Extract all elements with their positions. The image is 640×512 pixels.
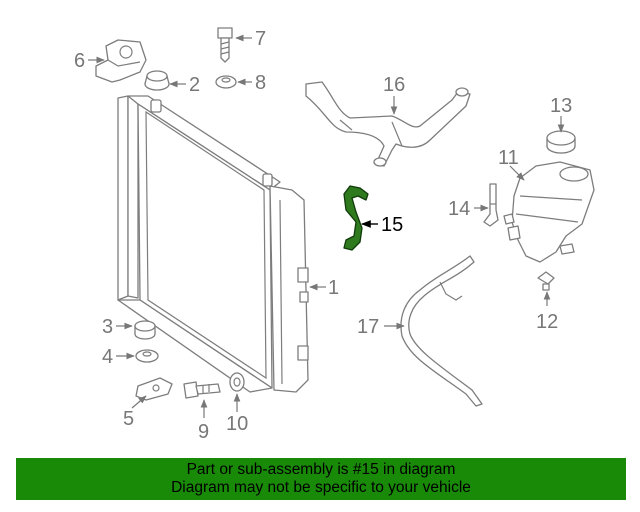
- callout-16: 16: [383, 74, 405, 96]
- callout-2: 2: [189, 74, 200, 96]
- grommet-part-8: [215, 75, 237, 89]
- grommet-part-4: [135, 349, 159, 363]
- bolt-part-7: [217, 27, 233, 63]
- callout-13: 13: [550, 95, 572, 117]
- hose-part-16: [305, 81, 471, 167]
- callout-3: 3: [102, 316, 113, 338]
- leader-lines: [88, 34, 565, 418]
- callout-6: 6: [74, 50, 85, 72]
- seal-part-10: [229, 372, 245, 392]
- clip-part-14: [483, 183, 499, 227]
- bracket-part-5: [135, 377, 173, 401]
- callout-4: 4: [102, 346, 113, 368]
- callout-1: 1: [328, 277, 339, 299]
- reservoir-part-11: [503, 161, 595, 263]
- callout-11: 11: [498, 147, 519, 169]
- hose-part-15: [343, 185, 369, 251]
- callout-7: 7: [255, 28, 266, 50]
- bracket-part-6: [95, 39, 147, 83]
- mount-part-3: [134, 320, 156, 340]
- cap-part-13: [546, 130, 576, 154]
- drain-plug-part-9: [183, 381, 221, 399]
- plug-part-12: [537, 271, 555, 291]
- hose-part-17: [400, 255, 483, 407]
- callout-5: 5: [123, 408, 134, 430]
- callout-15: 15: [381, 214, 403, 236]
- callout-8: 8: [255, 72, 266, 94]
- parts-diagram: 1 2 3 4 5 6 7 8 9 10 11 12 13 14 15 16 1…: [74, 27, 595, 443]
- callout-numbers: 1 2 3 4 5 6 7 8 9 10 11 12 13 14 15 16 1…: [74, 28, 572, 443]
- callout-17: 17: [357, 316, 379, 338]
- callout-10: 10: [226, 413, 248, 435]
- callout-14: 14: [448, 198, 470, 220]
- banner-line-1: Part or sub-assembly is #15 in diagram: [186, 461, 456, 478]
- info-banner: Part or sub-assembly is #15 in diagram D…: [16, 458, 626, 500]
- mount-part-2: [144, 70, 170, 91]
- callout-12: 12: [536, 311, 558, 333]
- banner-line-2: Diagram may not be specific to your vehi…: [171, 479, 471, 496]
- callout-9: 9: [198, 421, 209, 443]
- radiator: [117, 95, 309, 393]
